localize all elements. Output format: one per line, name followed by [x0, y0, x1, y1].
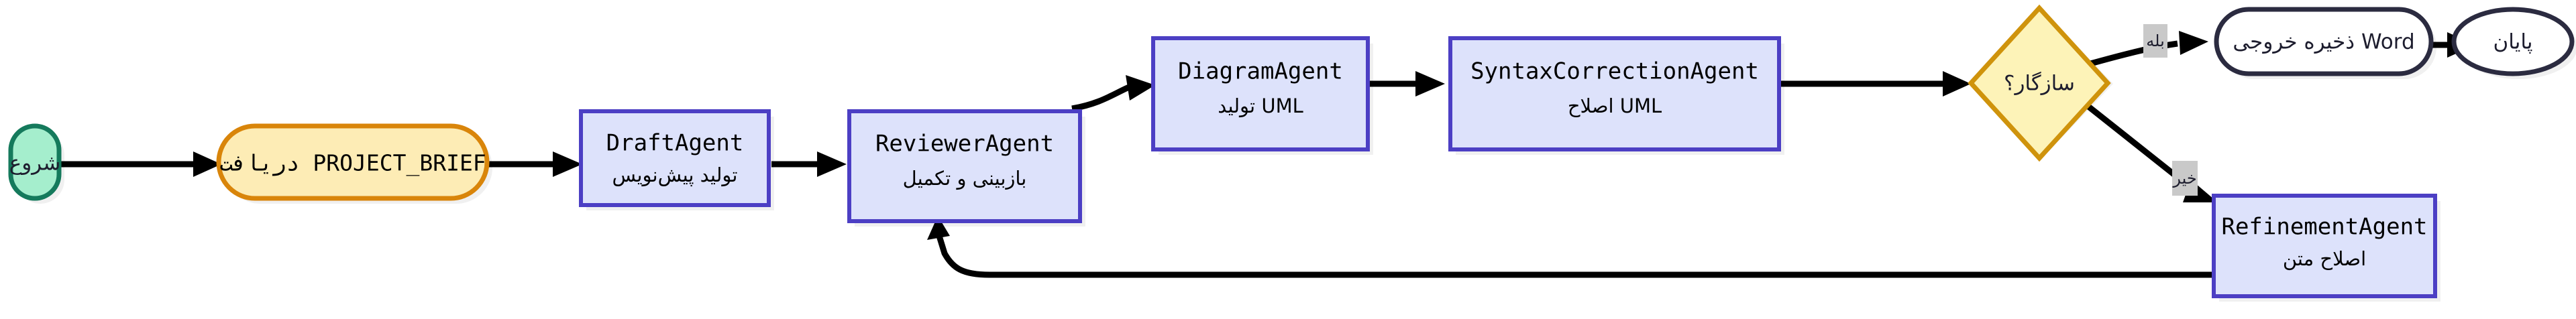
node-decision-compatible-shape[interactable]: [1968, 4, 2111, 162]
edge-diagram-to-syntax: [1368, 71, 1445, 97]
edge-label-no-text: خیر: [2172, 169, 2196, 188]
node-diagram-agent-title: DiagramAgent: [1178, 58, 1343, 85]
node-save-word-label: ذخیره خروجی Word: [2233, 30, 2414, 54]
node-syntax-correction-agent-subtitle: اصلاح UML: [1568, 94, 1662, 117]
node-decision-compatible-label: سازگار؟: [2004, 72, 2075, 96]
node-start-shape[interactable]: [8, 123, 62, 201]
node-decision-compatible[interactable]: سازگار؟: [1968, 4, 2111, 162]
node-reviewer-agent-shape[interactable]: [847, 109, 1082, 223]
node-draft-agent-subtitle: تولید پیش‌نویس: [612, 164, 738, 187]
node-syntax-correction-agent-title: SyntaxCorrectionAgent: [1470, 58, 1759, 85]
edge-syntax-to-decision: [1778, 71, 1971, 97]
node-reviewer-agent-subtitle: بازبینی و تکمیل: [903, 167, 1027, 190]
edge-decision-to-refinement: [2086, 103, 2218, 202]
node-diagram-agent-subtitle: تولید UML: [1218, 94, 1303, 117]
edge-refinement-to-reviewer: [927, 216, 2219, 278]
node-syntax-correction-agent-shape[interactable]: [1448, 36, 1781, 151]
node-syntax-correction-agent[interactable]: SyntaxCorrectionAgent اصلاح UML: [1448, 36, 1781, 151]
node-reviewer-agent[interactable]: ReviewerAgent بازبینی و تکمیل: [847, 109, 1082, 223]
node-diagram-agent-shape[interactable]: [1151, 36, 1370, 151]
node-reviewer-agent-title: ReviewerAgent: [875, 131, 1054, 157]
node-project-brief-shape[interactable]: [216, 123, 490, 201]
node-draft-agent-shape[interactable]: [579, 109, 771, 207]
node-refinement-agent[interactable]: RefinementAgent اصلاح متن: [2212, 194, 2437, 298]
node-save-word-shape[interactable]: [2214, 7, 2434, 76]
node-project-brief[interactable]: دریافت PROJECT_BRIEF: [216, 123, 490, 201]
edge-label-no: خیر: [2172, 161, 2198, 196]
node-start-label: شروع: [9, 151, 61, 176]
node-end[interactable]: پایان: [2451, 7, 2575, 76]
node-draft-agent-title: DraftAgent: [606, 130, 744, 157]
edge-draft-to-reviewer: [771, 151, 847, 177]
edge-reviewer-to-diagram: [1071, 75, 1155, 112]
node-refinement-agent-title: RefinementAgent: [2221, 214, 2427, 241]
node-refinement-agent-subtitle: اصلاح متن: [2283, 247, 2366, 270]
node-end-shape[interactable]: [2451, 7, 2575, 76]
node-refinement-agent-shape[interactable]: [2212, 194, 2437, 298]
node-project-brief-label: دریافت PROJECT_BRIEF: [219, 150, 486, 177]
node-save-word[interactable]: ذخیره خروجی Word: [2214, 7, 2434, 76]
node-draft-agent[interactable]: DraftAgent تولید پیش‌نویس: [579, 109, 771, 207]
node-diagram-agent[interactable]: DiagramAgent تولید UML: [1151, 36, 1370, 151]
edge-start-to-brief: [60, 151, 221, 177]
edge-brief-to-draft: [488, 151, 582, 177]
node-end-label: پایان: [2493, 30, 2533, 54]
edge-label-yes: بله: [2143, 24, 2167, 58]
edge-label-yes-text: بله: [2146, 31, 2165, 50]
edge-decision-to-word: [2089, 31, 2208, 67]
edge-labels: بله خیر: [2143, 24, 2198, 196]
node-start[interactable]: شروع: [8, 123, 62, 201]
